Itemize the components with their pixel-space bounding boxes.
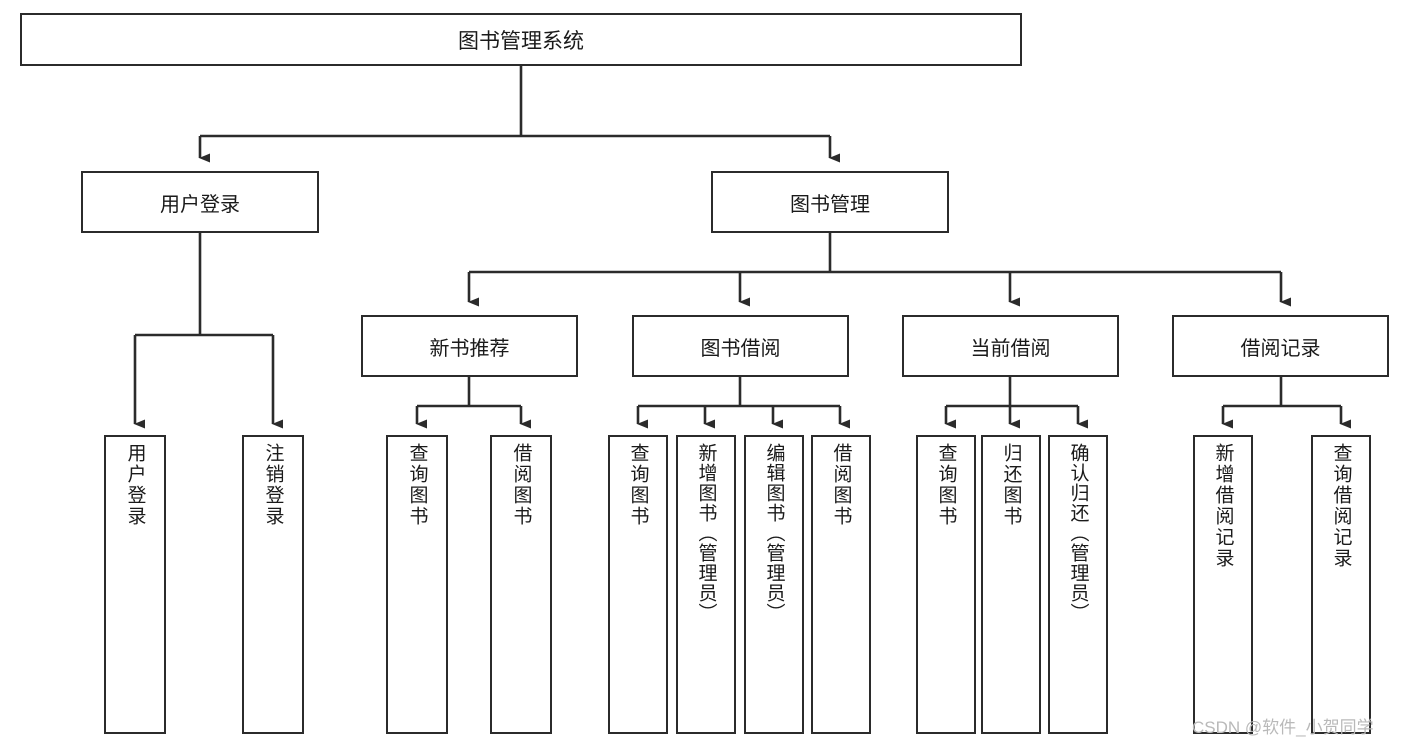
node-book-manage[interactable]: 图书管理 (711, 171, 949, 233)
node-leaf-return-book[interactable]: 归还图书 (981, 435, 1041, 734)
node-current-borrow[interactable]: 当前借阅 (902, 315, 1119, 377)
node-root-system[interactable]: 图书管理系统 (20, 13, 1022, 66)
node-leaf-query-record[interactable]: 查询借阅记录 (1311, 435, 1371, 734)
node-book-borrow[interactable]: 图书借阅 (632, 315, 849, 377)
node-new-book-rec[interactable]: 新书推荐 (361, 315, 578, 377)
node-label: 图书管理系统 (458, 29, 584, 53)
node-label: 确认归还（管理员） (1067, 443, 1089, 623)
node-label: 归还图书 (1000, 443, 1022, 527)
node-label: 新增借阅记录 (1212, 443, 1234, 569)
node-leaf-query-book-2[interactable]: 查询图书 (608, 435, 668, 734)
node-leaf-user-login[interactable]: 用户登录 (104, 435, 166, 734)
node-user-login[interactable]: 用户登录 (81, 171, 319, 233)
node-leaf-query-book-1[interactable]: 查询图书 (386, 435, 448, 734)
node-label: 当前借阅 (970, 337, 1051, 360)
node-label: 新增图书（管理员） (695, 443, 717, 623)
node-label: 注销登录 (262, 443, 284, 527)
node-label: 新书推荐 (429, 337, 510, 360)
node-leaf-confirm-return[interactable]: 确认归还（管理员） (1048, 435, 1108, 734)
node-leaf-borrow-book-2[interactable]: 借阅图书 (811, 435, 871, 734)
watermark: CSDN @软件_小贺同学 (1192, 718, 1374, 737)
node-label: 图书借阅 (700, 337, 781, 360)
node-label: 借阅图书 (830, 443, 852, 527)
node-label: 编辑图书（管理员） (763, 443, 785, 623)
node-leaf-add-book[interactable]: 新增图书（管理员） (676, 435, 736, 734)
node-label: 用户登录 (124, 443, 146, 527)
node-leaf-edit-book[interactable]: 编辑图书（管理员） (744, 435, 804, 734)
node-leaf-borrow-book-1[interactable]: 借阅图书 (490, 435, 552, 734)
node-label: 借阅图书 (510, 443, 532, 527)
node-borrow-record[interactable]: 借阅记录 (1172, 315, 1389, 377)
node-label: 查询图书 (627, 443, 649, 527)
node-label: 查询借阅记录 (1330, 443, 1352, 569)
node-label: 图书管理 (790, 193, 870, 216)
node-label: 查询图书 (406, 443, 428, 527)
node-leaf-add-record[interactable]: 新增借阅记录 (1193, 435, 1253, 734)
node-leaf-query-book-3[interactable]: 查询图书 (916, 435, 976, 734)
node-leaf-user-logout[interactable]: 注销登录 (242, 435, 304, 734)
node-label: 借阅记录 (1240, 337, 1321, 360)
node-label: 查询图书 (935, 443, 957, 527)
node-label: 用户登录 (160, 193, 240, 216)
